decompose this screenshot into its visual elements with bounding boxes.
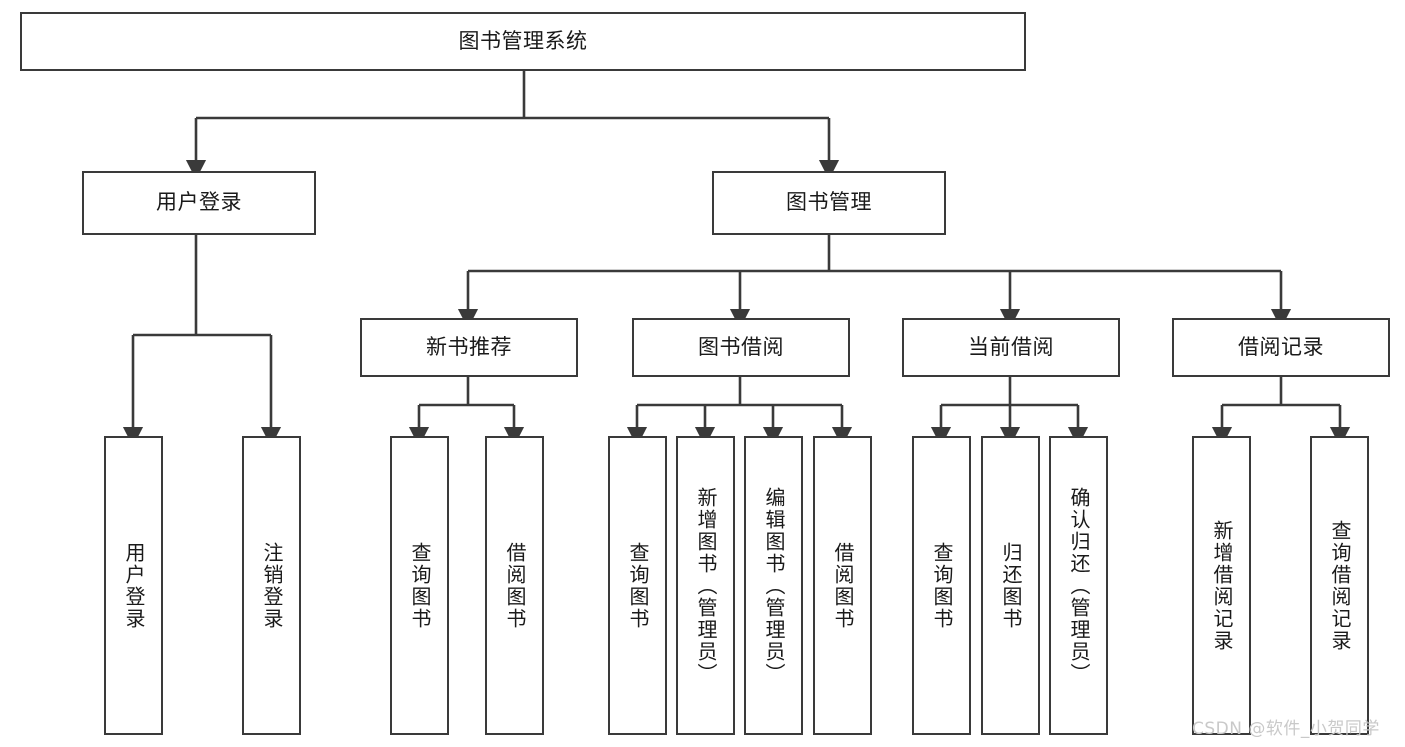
node-leaf-return-book[interactable]: 归还图书 [981,436,1040,735]
node-label-leaf-logout: 注销登录 [260,541,284,630]
node-leaf-borrow-book[interactable]: 借阅图书 [813,436,872,735]
node-label-leaf-add-book: 新增图书（管理员） [694,486,718,685]
node-leaf-confirm-return[interactable]: 确认归还（管理员） [1049,436,1108,735]
node-label-leaf-borrow-book-recommend: 借阅图书 [503,541,527,630]
node-current-borrow[interactable]: 当前借阅 [902,318,1120,377]
node-label-user-login: 用户登录 [156,190,242,215]
watermark-text: CSDN @软件_小贺同学 [1192,719,1380,739]
node-new-book-recommend[interactable]: 新书推荐 [360,318,578,377]
node-label-new-book-recommend: 新书推荐 [426,334,512,359]
node-label-leaf-add-borrow-record: 新增借阅记录 [1210,519,1234,652]
csdn-watermark: CSDN @软件_小贺同学 [1192,714,1380,739]
node-leaf-query-book-borrow[interactable]: 查询图书 [608,436,667,735]
node-leaf-user-login[interactable]: 用户登录 [104,436,163,735]
node-root-book-management-system[interactable]: 图书管理系统 [20,12,1026,71]
node-label-leaf-user-login: 用户登录 [122,541,146,630]
node-label-current-borrow: 当前借阅 [968,334,1054,359]
node-label-leaf-query-book-recommend: 查询图书 [408,541,432,630]
node-label-root: 图书管理系统 [458,28,588,53]
node-label-leaf-query-book-current: 查询图书 [930,541,954,630]
node-book-borrow[interactable]: 图书借阅 [632,318,850,377]
node-leaf-edit-book[interactable]: 编辑图书（管理员） [744,436,803,735]
node-label-leaf-return-book: 归还图书 [999,541,1023,630]
node-label-leaf-edit-book: 编辑图书（管理员） [762,486,786,685]
node-leaf-query-book-recommend[interactable]: 查询图书 [390,436,449,735]
node-label-book-management: 图书管理 [786,190,872,215]
node-leaf-borrow-book-recommend[interactable]: 借阅图书 [485,436,544,735]
node-label-leaf-query-book-borrow: 查询图书 [626,541,650,630]
node-label-borrow-record: 借阅记录 [1238,334,1324,359]
node-leaf-query-borrow-record[interactable]: 查询借阅记录 [1310,436,1369,735]
node-book-management[interactable]: 图书管理 [712,171,946,235]
node-label-book-borrow: 图书借阅 [698,334,784,359]
node-user-login[interactable]: 用户登录 [82,171,316,235]
node-leaf-add-borrow-record[interactable]: 新增借阅记录 [1192,436,1251,735]
node-leaf-add-book[interactable]: 新增图书（管理员） [676,436,735,735]
node-label-leaf-query-borrow-record: 查询借阅记录 [1328,519,1352,652]
node-label-leaf-confirm-return: 确认归还（管理员） [1067,486,1091,685]
node-borrow-record[interactable]: 借阅记录 [1172,318,1390,377]
node-label-leaf-borrow-book: 借阅图书 [831,541,855,630]
node-leaf-query-book-current[interactable]: 查询图书 [912,436,971,735]
node-leaf-logout[interactable]: 注销登录 [242,436,301,735]
